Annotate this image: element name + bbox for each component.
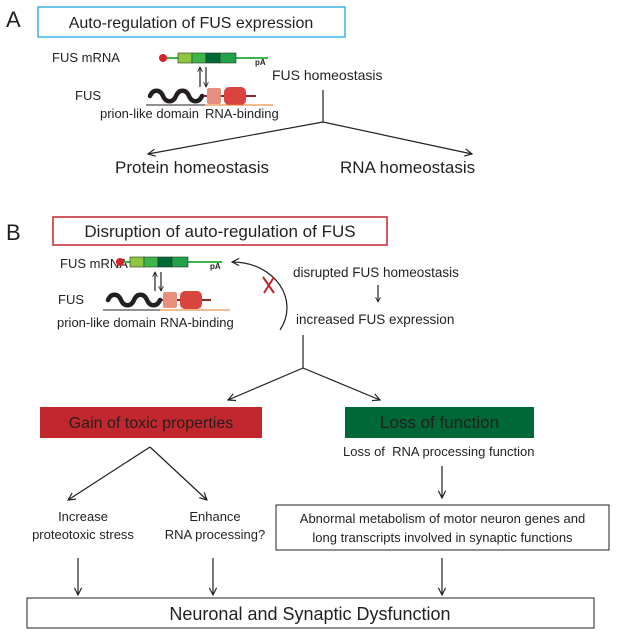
poly-a-label: pA <box>255 58 266 67</box>
loss-detail-label: Loss of RNA processing function <box>343 444 535 459</box>
panel-b-rna-binding-label: RNA-binding <box>160 315 234 330</box>
rna-binding-domain-box <box>207 88 221 104</box>
mrna-exon-box <box>157 256 173 268</box>
panel-a-protein-label: FUS <box>75 88 101 103</box>
mrna-exon-box <box>205 52 221 64</box>
panel-b-prion-label: prion-like domain <box>57 315 156 330</box>
abnormal-metabolism-line2: long transcripts involved in synaptic fu… <box>312 530 573 545</box>
increased-expression-label: increased FUS expression <box>296 312 454 327</box>
mrna-exon-box <box>129 256 145 268</box>
rna-binding-domain-box <box>224 87 246 105</box>
mrna-exon-box <box>177 52 193 64</box>
panel-b-protein <box>103 291 230 311</box>
block-x-mark <box>262 276 275 294</box>
prion-like-domain-squiggle <box>147 88 205 104</box>
panel-b-title: Disruption of auto-regulation of FUS <box>84 222 355 241</box>
gain-of-toxic-box <box>40 407 262 438</box>
rna-binding-domain-box <box>180 291 202 309</box>
mrna-exon-box <box>191 52 207 64</box>
gain-outcome-1-line1: Increase <box>58 509 108 524</box>
gain-arrow-left <box>68 446 151 500</box>
panel-a-homeostasis: FUS homeostasis <box>272 67 382 83</box>
branch-arrow-right <box>302 367 380 400</box>
panel-a-mrna: pA <box>159 52 268 67</box>
panel-b-letter: B <box>6 220 21 245</box>
loss-of-function-box <box>345 407 534 438</box>
mrna-exon-box <box>171 256 189 268</box>
mrna-exon-box <box>219 52 237 64</box>
panel-b: B Disruption of auto-regulation of FUS F… <box>6 216 610 629</box>
panel-a-title: Auto-regulation of FUS expression <box>69 15 314 32</box>
panel-a-protein <box>146 87 273 106</box>
outcome-rna-homeostasis: RNA homeostasis <box>340 158 475 177</box>
panel-a-rna-binding-label: RNA-binding <box>205 106 279 121</box>
panel-b-protein-label: FUS <box>58 292 84 307</box>
branch-arrow-left <box>228 367 304 400</box>
panel-b-title-box <box>52 216 388 246</box>
block-x-stroke <box>263 276 275 294</box>
outcome-protein-homeostasis: Protein homeostasis <box>115 158 269 177</box>
final-outcome-label: Neuronal and Synaptic Dysfunction <box>169 604 450 624</box>
mrna-cap-dot <box>116 258 124 266</box>
rna-binding-domain-box <box>163 292 177 308</box>
disrupted-homeostasis-label: disrupted FUS homeostasis <box>293 265 459 280</box>
feedback-curve-arrow <box>232 262 288 331</box>
gain-outcome-2-line1: Enhance <box>189 509 240 524</box>
loss-of-function-label: Loss of function <box>380 413 499 432</box>
panel-a-title-box <box>37 6 346 38</box>
branch-arrow-right <box>322 121 472 154</box>
poly-a-label: pA <box>210 262 221 271</box>
mrna-exon-box <box>143 256 159 268</box>
panel-a-letter: A <box>6 7 21 32</box>
panel-a-mrna-label: FUS mRNA <box>52 50 120 65</box>
gain-of-toxic-label: Gain of toxic properties <box>69 415 234 432</box>
prion-like-domain-squiggle <box>105 292 163 308</box>
abnormal-metabolism-line1: Abnormal metabolism of motor neuron gene… <box>300 511 585 526</box>
abnormal-metabolism-box <box>275 504 610 551</box>
panel-a-prion-label: prion-like domain <box>100 106 199 121</box>
final-outcome-box <box>26 597 595 629</box>
gain-outcome-2-line2: RNA processing? <box>165 527 265 542</box>
panel-b-mrna-label: FUS mRNA <box>60 256 128 271</box>
branch-arrow-left <box>148 121 324 154</box>
gain-outcome-1-line2: proteotoxic stress <box>32 527 134 542</box>
gain-arrow-right <box>149 446 207 500</box>
panel-a: A Auto-regulation of FUS expression FUS … <box>6 6 475 177</box>
mrna-cap-dot <box>159 54 167 62</box>
panel-b-mrna: pA <box>116 256 222 271</box>
